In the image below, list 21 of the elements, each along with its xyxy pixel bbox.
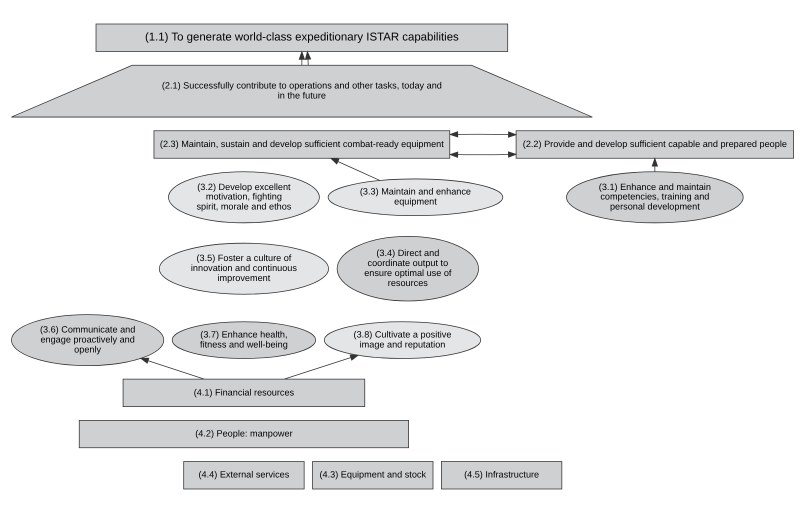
node-box: (2.2) Provide and develop sufficient capable and prepared people xyxy=(516,130,794,158)
node-ellipse: (3.4) Direct and coordinate output to ensure optimal use of resources xyxy=(336,236,479,301)
node-box: (4.4) External services xyxy=(183,460,305,489)
arrow xyxy=(448,150,518,158)
node-box: (4.5) Infrastructure xyxy=(441,460,562,489)
node-ellipse: (3.8) Cultivate a positive image and reputation xyxy=(324,320,482,358)
node-ellipse: (3.7) Enhance health, fitness and well-being xyxy=(172,320,316,358)
node-ellipse: (3.5) Foster a culture of innovation and continuous improvement xyxy=(158,242,329,294)
arrow xyxy=(284,354,360,379)
node-box: (4.3) Equipment and stock xyxy=(312,460,434,489)
node-box: (2.3) Maintain, sustain and develop sufficient combat-ready equipment xyxy=(154,130,450,158)
arrow xyxy=(140,357,205,379)
arrow xyxy=(330,157,380,180)
node-ellipse: (3.2) Develop excellent motivation, fighting spirit, morale and ethos xyxy=(168,170,320,223)
node-ellipse: (3.3) Maintain and enhance equipment xyxy=(328,178,504,216)
node-ellipse: (3.1) Enhance and maintain competencies, training and personal development xyxy=(566,170,744,223)
arrow xyxy=(448,130,518,138)
arrow xyxy=(304,50,312,65)
node-box: (4.1) Financial resources xyxy=(122,378,366,406)
node-box: (1.1) To generate world-class expeditionary ISTAR capabilities xyxy=(96,23,508,52)
node-box: (4.2) People: manpower xyxy=(78,419,409,448)
